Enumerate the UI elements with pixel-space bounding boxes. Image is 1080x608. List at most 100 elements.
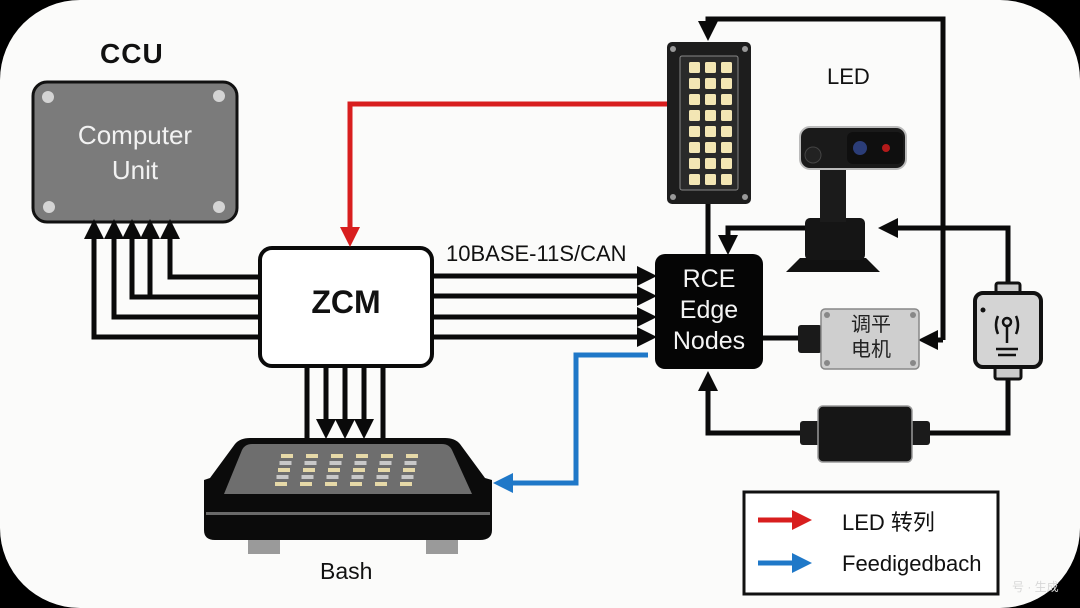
legend <box>742 490 1000 596</box>
bash-led-cell <box>276 475 289 479</box>
bash-led-cell <box>304 461 317 465</box>
led-array-red-path <box>340 101 670 248</box>
bash-led-cell <box>406 454 418 458</box>
zcm-ccu-wire <box>84 218 262 340</box>
led-cell <box>689 110 700 121</box>
legend-item-led-array: LED 转列 <box>842 510 935 535</box>
zcm-ccu-wire <box>140 218 262 300</box>
screw-icon <box>42 91 54 103</box>
camera-device <box>786 126 907 272</box>
led-label: LED <box>827 64 870 89</box>
bash-led-cell <box>328 468 340 472</box>
leveling-motor-box <box>798 308 920 370</box>
feedback-blue-path <box>492 352 648 493</box>
motor-line2: 电机 <box>851 339 891 361</box>
sensor-junction-wire <box>930 380 1011 436</box>
bash-led-cell <box>376 475 389 479</box>
ccu-title: CCU <box>100 38 164 69</box>
led-cell <box>689 94 700 105</box>
led-cell <box>689 142 700 153</box>
bash-led-cell <box>353 468 365 472</box>
bash-led-cell <box>325 482 337 486</box>
leveling-motor-label: 调平 电机 <box>824 313 918 363</box>
sensor-camera-wire <box>877 218 1011 290</box>
computer-unit-line2: Unit <box>111 155 159 185</box>
bash-led-cell <box>401 475 414 479</box>
bash-led-cell <box>300 482 312 486</box>
computer-unit-line1: Computer <box>77 120 193 150</box>
loop-wire-top <box>698 16 946 340</box>
bash-led-cell <box>403 468 415 472</box>
led-cell <box>705 94 716 105</box>
screw-icon <box>43 201 55 213</box>
led-cell <box>721 158 732 169</box>
wireless-sensor <box>973 281 1043 381</box>
led-cell <box>705 62 716 73</box>
antenna-icon <box>994 315 1020 357</box>
led-cell <box>721 142 732 153</box>
zcm-to-rce-bus <box>434 266 658 347</box>
camera-rce-wire <box>718 225 810 256</box>
bash-led-cell <box>351 475 364 479</box>
led-cell <box>705 158 716 169</box>
led-cell <box>721 174 732 185</box>
led-cell <box>705 142 716 153</box>
bash-led-cell <box>331 454 343 458</box>
zcm-to-ccu-wires <box>84 218 262 340</box>
rce-line3: Nodes <box>672 327 746 355</box>
rce-line1: RCE <box>682 265 736 293</box>
bash-led-cell <box>303 468 315 472</box>
bash-led-cell <box>378 468 390 472</box>
watermark: 号 · 生成 <box>1012 580 1059 594</box>
led-cell <box>705 126 716 137</box>
led-cell <box>705 174 716 185</box>
junction-rce-wire <box>698 370 800 436</box>
screw-icon <box>213 90 225 102</box>
led-cell <box>721 94 732 105</box>
led-cell <box>689 78 700 89</box>
legend-item-feedback: Feedigedbach <box>842 551 982 576</box>
bash-led-cell <box>279 461 292 465</box>
led-cell <box>689 126 700 137</box>
bash-led-cell <box>379 461 392 465</box>
screw-icon <box>213 201 225 213</box>
bash-led-cell <box>301 475 314 479</box>
led-cell <box>721 110 732 121</box>
bash-led-cell <box>400 482 412 486</box>
bash-led-cell <box>404 461 417 465</box>
rce-edge-nodes-box <box>655 254 763 369</box>
zcm-ccu-wire <box>160 218 262 280</box>
bash-led-cell <box>306 454 318 458</box>
computer-unit-label: Computer Unit <box>34 118 236 188</box>
zcm-box <box>258 246 434 368</box>
bash-label: Bash <box>320 558 373 584</box>
bash-led-cell <box>350 482 362 486</box>
bus-label: 10BASE-11S/CAN <box>446 241 627 266</box>
zcm-ccu-wire <box>104 218 262 320</box>
bash-led-cell <box>329 461 342 465</box>
bash-led-cell <box>356 454 368 458</box>
rce-line2: Edge <box>679 296 739 324</box>
rce-label: RCE Edge Nodes <box>655 264 763 357</box>
bash-led-cell <box>281 454 293 458</box>
led-cell <box>721 62 732 73</box>
zcm-to-bash-wires <box>304 367 386 440</box>
bash-led-cell <box>326 475 339 479</box>
led-cell <box>721 78 732 89</box>
bash-led-cell <box>381 454 393 458</box>
led-cell <box>689 158 700 169</box>
led-cell <box>705 78 716 89</box>
junction-box <box>800 405 930 463</box>
bash-device <box>204 438 492 554</box>
bash-led-cell <box>354 461 367 465</box>
led-cell <box>705 110 716 121</box>
ccu-computer-unit-box <box>31 80 239 224</box>
bash-led-cell <box>275 482 287 486</box>
led-cell <box>689 174 700 185</box>
bash-led-cell <box>375 482 387 486</box>
led-cell <box>721 126 732 137</box>
motor-line1: 调平 <box>851 314 891 336</box>
zcm-label: ZCM <box>311 284 381 320</box>
led-panel <box>667 42 751 204</box>
